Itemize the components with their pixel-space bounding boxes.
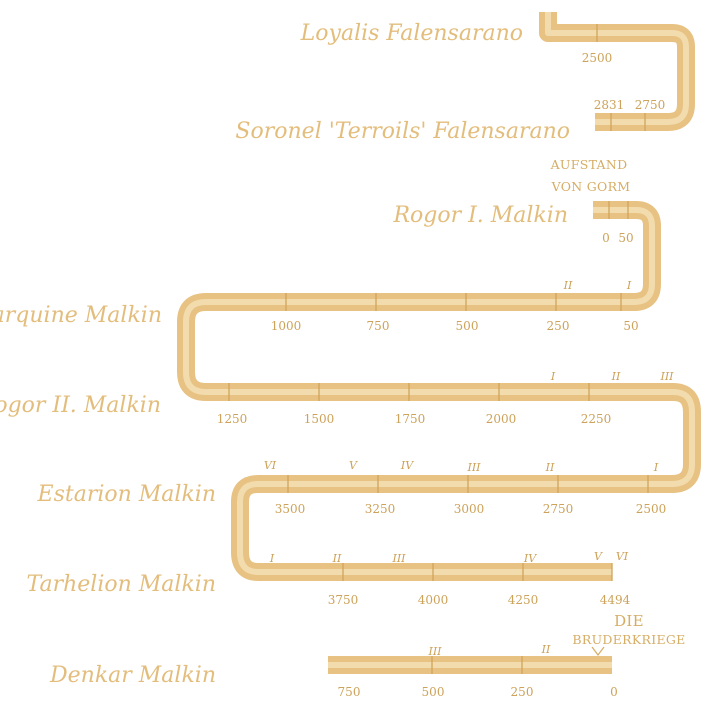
event-pointer	[591, 646, 605, 656]
year-label: 4000	[418, 593, 449, 607]
ruler-names: Loyalis Falensarano Soronel 'Terroils' F…	[0, 21, 570, 688]
roman-mark: III	[391, 552, 406, 565]
roman-marks: II I I II III VI V IV III II I I II III …	[264, 279, 674, 658]
year-label: 750	[338, 685, 361, 699]
year-label: 2500	[582, 51, 613, 65]
year-label: 4494	[600, 593, 631, 607]
year-labels: 2500 2831 2750 0 50 1000 750 500 250 50 …	[217, 51, 667, 699]
ribbon-highlight	[183, 12, 695, 668]
roman-mark: III	[427, 645, 442, 658]
year-label: 50	[618, 231, 633, 245]
year-label: 1000	[271, 319, 302, 333]
year-label: 0	[602, 231, 610, 245]
event-label: AUFSTAND	[550, 157, 628, 172]
ribbon-ticks	[228, 24, 649, 674]
event-label: VON GORM	[551, 179, 631, 194]
year-label: 3750	[328, 593, 359, 607]
roman-mark: VI	[616, 550, 629, 563]
roman-mark: V	[349, 459, 358, 472]
year-label: 1500	[304, 412, 335, 426]
year-label: 2250	[581, 412, 612, 426]
year-label: 1250	[217, 412, 248, 426]
year-label: 2500	[636, 502, 667, 516]
year-label: 250	[511, 685, 534, 699]
ruler-name: Tarhelion Malkin	[27, 572, 216, 597]
roman-mark: III	[659, 370, 674, 383]
roman-mark: II	[611, 370, 621, 383]
roman-mark: II	[332, 552, 342, 565]
year-label: 2000	[486, 412, 517, 426]
ruler-name: Loyalis Falensarano	[300, 21, 523, 46]
event-label: DIE	[614, 612, 644, 630]
roman-mark: II	[541, 643, 551, 656]
ruler-name: Denkar Malkin	[49, 663, 216, 688]
roman-mark: VI	[264, 459, 277, 472]
roman-mark: I	[626, 279, 632, 292]
timeline-ribbon	[177, 12, 701, 674]
year-label: 500	[456, 319, 479, 333]
year-label: 1750	[395, 412, 426, 426]
roman-mark: III	[466, 461, 481, 474]
year-label: 750	[367, 319, 390, 333]
roman-mark: I	[550, 370, 556, 383]
year-label: 3500	[275, 502, 306, 516]
roman-mark: I	[653, 461, 659, 474]
roman-mark: II	[545, 461, 555, 474]
year-label: 500	[422, 685, 445, 699]
year-label: 4250	[508, 593, 539, 607]
year-label: 0	[610, 685, 618, 699]
year-label: 50	[623, 319, 638, 333]
ruler-name: Soronel 'Terroils' Falensarano	[235, 119, 570, 144]
year-label: 2750	[543, 502, 574, 516]
roman-mark: I	[269, 552, 275, 565]
roman-mark: IV	[523, 552, 537, 565]
event-annotations: AUFSTAND VON GORM DIE BRUDERKRIEGE	[550, 157, 685, 656]
year-label: 3250	[365, 502, 396, 516]
year-label: 250	[547, 319, 570, 333]
year-label: 3000	[454, 502, 485, 516]
ruler-name: Rogor II. Malkin	[0, 393, 161, 418]
year-label: 2750	[635, 98, 666, 112]
ruler-name: Rogor I. Malkin	[392, 203, 568, 228]
year-label: 2831	[594, 98, 625, 112]
ruler-name: Tarquine Malkin	[0, 303, 162, 328]
ruler-name: Estarion Malkin	[37, 482, 216, 507]
roman-mark: IV	[400, 459, 414, 472]
roman-mark: II	[563, 279, 573, 292]
event-label: BRUDERKRIEGE	[572, 632, 685, 647]
roman-mark: V	[594, 550, 603, 563]
